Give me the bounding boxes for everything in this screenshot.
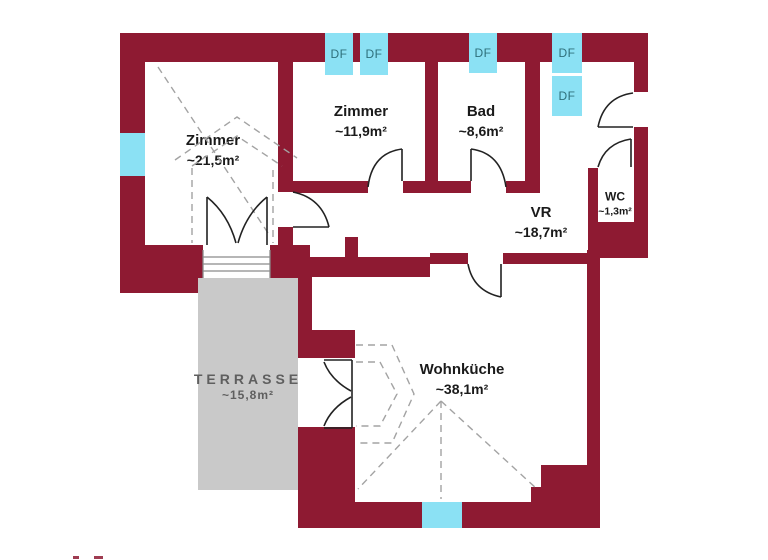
room-area: ~18,7m² <box>514 223 568 240</box>
wall-bad-bottom-right <box>506 181 540 193</box>
roof-window-df-1: DF <box>325 33 353 75</box>
room-area: ~21,5m² <box>186 151 240 168</box>
wall-zimmer2-bad <box>425 62 438 193</box>
wall-bad-bottom-left <box>438 181 471 193</box>
room-label-zimmer1: Zimmer ~21,5m² <box>186 131 240 169</box>
wall-right-upper <box>634 33 648 92</box>
roof-window-df-3: DF <box>469 33 497 73</box>
df-label: DF <box>558 89 576 103</box>
room-area: ~15,8m² <box>221 388 275 403</box>
window-bottom-wall <box>422 502 462 528</box>
room-area: ~11,9m² <box>335 122 387 139</box>
wall-terrace-block-lower <box>298 427 355 508</box>
roof-window-df-5: DF <box>552 76 582 116</box>
wall-zimmer1-zimmer2 <box>278 62 293 192</box>
wall-bottom-right-step-small <box>531 487 541 502</box>
wall-bottom-right-step <box>541 465 600 502</box>
wall-terrace-block-upper <box>298 330 355 358</box>
wall-right-mid <box>634 127 648 222</box>
room-label-terrasse: TERRASSE ~15,8m² <box>194 370 302 404</box>
room-area: ~1,3m² <box>598 204 632 217</box>
room-name: WC <box>605 189 625 204</box>
wall-right-lower <box>587 250 600 528</box>
room-name: Zimmer <box>185 132 241 150</box>
room-area: ~38,1m² <box>435 380 489 397</box>
wall-zimmer1-stub <box>278 227 293 245</box>
terrace-steps <box>202 250 271 278</box>
room-name: Wohnküche <box>419 361 505 379</box>
wall-vr-wohnkueche-thin-left <box>430 253 468 264</box>
room-label-zimmer2: Zimmer ~11,9m² <box>334 102 388 140</box>
wall-terrace-upper-thin <box>298 277 312 332</box>
room-name: TERRASSE <box>193 371 303 388</box>
wall-zimmer2-bottom-right <box>403 181 425 193</box>
room-name: VR <box>530 204 552 222</box>
room-label-bad: Bad ~8,6m² <box>459 102 504 140</box>
roof-window-df-2: DF <box>360 33 388 75</box>
room-label-wc: WC ~1,3m² <box>598 189 632 218</box>
df-label: DF <box>474 46 492 60</box>
df-label: DF <box>365 47 383 61</box>
cropped-edge-mark <box>94 556 103 559</box>
wall-zimmer2-bottom-left <box>293 181 368 193</box>
wall-vr-pier <box>345 237 358 257</box>
roof-window-df-4: DF <box>552 33 582 73</box>
window-left-wall <box>120 133 145 176</box>
room-area: ~8,6m² <box>458 122 504 139</box>
wall-vr-wohnkueche-thick <box>298 257 430 277</box>
cropped-edge-mark <box>73 556 79 559</box>
room-label-vr: VR ~18,7m² <box>515 203 568 241</box>
wall-vr-wohnkueche-thin-right <box>503 253 587 264</box>
room-name: Zimmer <box>333 103 389 121</box>
df-label: DF <box>558 46 576 60</box>
room-label-wohnkueche: Wohnküche ~38,1m² <box>420 360 505 398</box>
room-name: Bad <box>466 103 496 121</box>
wall-zimmer1-bottom-left-block <box>120 245 203 293</box>
wall-bad-right <box>525 62 540 193</box>
df-label: DF <box>330 47 348 61</box>
terrace-deck <box>198 278 298 490</box>
wall-wc-left <box>588 168 598 227</box>
